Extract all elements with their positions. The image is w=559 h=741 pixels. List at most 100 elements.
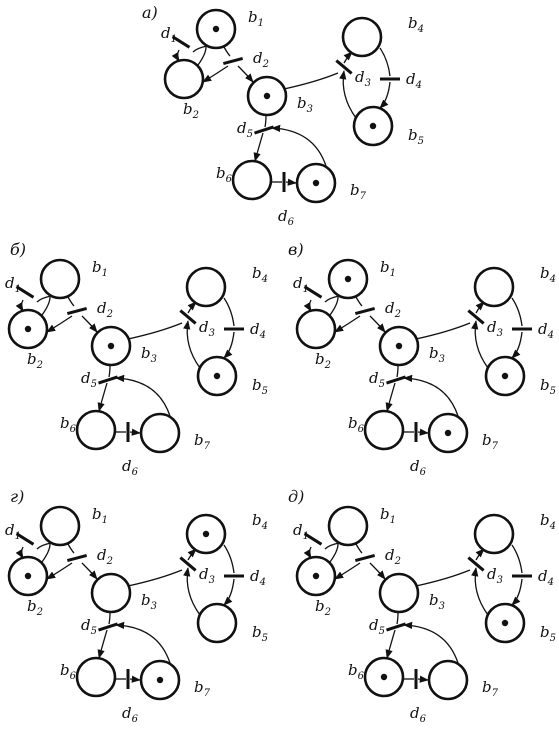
- panel-d-label-d1-sub: 1: [303, 531, 309, 542]
- panel-b-label-b7-sub: 7: [204, 441, 211, 452]
- panel-d-arc-b3-d5: [396, 611, 399, 625]
- panel-g-label-d4-base: d: [250, 567, 260, 585]
- panel-v-token-b7: [444, 429, 452, 437]
- panel-v-arc-d1-b2: [303, 299, 312, 312]
- panel-g-label-b5: b5: [252, 623, 268, 644]
- panel-g-arc-d6-b7: [129, 675, 141, 683]
- panel-g-label-b2: b2: [27, 597, 43, 618]
- panel-b-arc-d1-b2: [15, 299, 24, 312]
- panel-a-arc-b7-d5: [271, 124, 327, 167]
- panel-v-label-d1-sub: 1: [303, 284, 309, 295]
- panel-d-arc-d4-b5: [511, 578, 523, 606]
- panel-a-arc-b5-d3: [339, 70, 357, 119]
- panel-b-label-b5: b5: [252, 376, 268, 397]
- panel-g-label-b6: b6: [60, 661, 77, 682]
- panel-d-label-b3-sub: 3: [439, 601, 445, 612]
- panel-b-arc-b3-d5: [108, 364, 111, 378]
- panel-g-label-b7-base: b: [194, 678, 204, 696]
- panel-b-label-d2-base: d: [97, 299, 107, 317]
- panel-g-arc-b2-b1: [41, 543, 51, 563]
- panel-d-label-b1: b1: [380, 505, 396, 526]
- panel-g-label-d1: d1: [5, 521, 21, 542]
- panel-b-arc-d5-b6: [97, 382, 108, 412]
- panel-g-token-b7: [156, 676, 164, 684]
- panel-b-label-d5: d5: [81, 369, 97, 390]
- panel-d-label-b2-sub: 2: [324, 607, 331, 618]
- panel-v-label-b6-base: b: [348, 414, 358, 432]
- panel-d-label-d1: d1: [293, 521, 309, 542]
- panel-a-label-b4-sub: 4: [417, 24, 424, 35]
- panel-a-label-b2-base: b: [183, 100, 193, 118]
- panel-a-label-d5-sub: 5: [247, 129, 253, 140]
- panel-b-label-d6: d6: [122, 457, 139, 478]
- panel-a-token-b7: [312, 179, 320, 187]
- panel-b-label-b7-base: b: [194, 431, 204, 449]
- panel-g-place-b3: [90, 572, 132, 614]
- panel-d-label-d1-base: d: [293, 521, 303, 539]
- panel-b-arc-b1-d1: [36, 295, 52, 303]
- panel-d-arc-b7-d5: [403, 621, 459, 664]
- panel-b-place-b6: [75, 409, 117, 451]
- panel-d-arc-d2-b3: [369, 562, 386, 580]
- panel-b-arc-d4-b5: [223, 331, 235, 359]
- panel-d-label-b5: b5: [540, 623, 556, 644]
- panel-g-arc-b3-d3: [127, 569, 183, 587]
- panel-v-label-b1-base: b: [380, 258, 390, 276]
- panel-g-label-d5-base: d: [81, 616, 91, 634]
- panel-b-transition-d3: [179, 309, 197, 325]
- panel-v-token-b1: [344, 275, 352, 283]
- panel-d-arc-d2-b2: [334, 562, 361, 580]
- panel-a-label-b3-sub: 3: [307, 104, 313, 115]
- panel-g-caption: г): [10, 487, 24, 506]
- panel-v-label-d3-base: d: [487, 318, 497, 336]
- panel-v-token-b3: [395, 342, 403, 350]
- panel-g-label-d6-sub: 6: [132, 714, 139, 725]
- panel-a-label-d1-sub: 1: [171, 34, 177, 45]
- panel-b-label-d2-sub: 2: [106, 309, 113, 320]
- panel-g-label-b3-sub: 3: [151, 601, 157, 612]
- panel-v-label-d5: d5: [369, 369, 385, 390]
- panel-v-arc-b4-d4: [511, 297, 523, 327]
- panel-g-arc-b1-d2: [67, 543, 75, 554]
- panel-v-label-b4-base: b: [540, 264, 550, 282]
- panel-g-label-d2-base: d: [97, 546, 107, 564]
- panel-b-label-d2: d2: [97, 299, 113, 320]
- panel-v-label-d5-base: d: [369, 369, 379, 387]
- panel-d-label-b2: b2: [315, 597, 331, 618]
- panel-d-transition-d3: [467, 556, 485, 572]
- panel-a-label-d2-base: d: [253, 49, 263, 67]
- panel-a-arc-b3-d3: [283, 72, 339, 90]
- panel-d-place-b3: [378, 572, 420, 614]
- panel-g-label-d3-sub: 3: [209, 575, 215, 586]
- panel-a-label-b7-sub: 7: [360, 191, 367, 202]
- panel-g-place-b5: [196, 602, 238, 644]
- panel-b-arc-b3-d3: [127, 322, 183, 340]
- panel-a-arc-b2-b1: [197, 46, 207, 66]
- panel-b-arc-b2-b1: [41, 296, 51, 316]
- panel-g-transition-d2: [66, 553, 88, 563]
- panel-a-arc-d2-b3: [237, 65, 254, 83]
- panel-v-transition-d5: [386, 375, 406, 385]
- panel-v-label-b7-base: b: [482, 431, 492, 449]
- panel-g-label-b2-sub: 2: [36, 607, 43, 618]
- panel-a-label-b1-sub: 1: [258, 18, 264, 29]
- panel-a-arc-b1-d1: [192, 45, 208, 53]
- panel-g-label-d6-base: d: [122, 704, 132, 722]
- panel-g-label-d3-base: d: [199, 565, 209, 583]
- panel-v-place-b6: [363, 409, 405, 451]
- panel-d-place-b1: [327, 505, 369, 547]
- panel-a-label-b6-sub: 6: [226, 174, 233, 185]
- panel-d-label-d3-base: d: [487, 565, 497, 583]
- panel-v-token-b5: [501, 372, 509, 380]
- panel-b-label-b6-base: b: [60, 414, 70, 432]
- panel-d-arc-b5-d3: [471, 567, 489, 616]
- panel-a-arc-d4-b5: [379, 81, 391, 109]
- panel-g-place-b6: [75, 656, 117, 698]
- panel-b-label-b2: b2: [27, 350, 43, 371]
- panel-d-place-b4: [473, 513, 515, 555]
- panel-a-label-d5-base: d: [237, 119, 247, 137]
- panel-d-label-b1-base: b: [380, 505, 390, 523]
